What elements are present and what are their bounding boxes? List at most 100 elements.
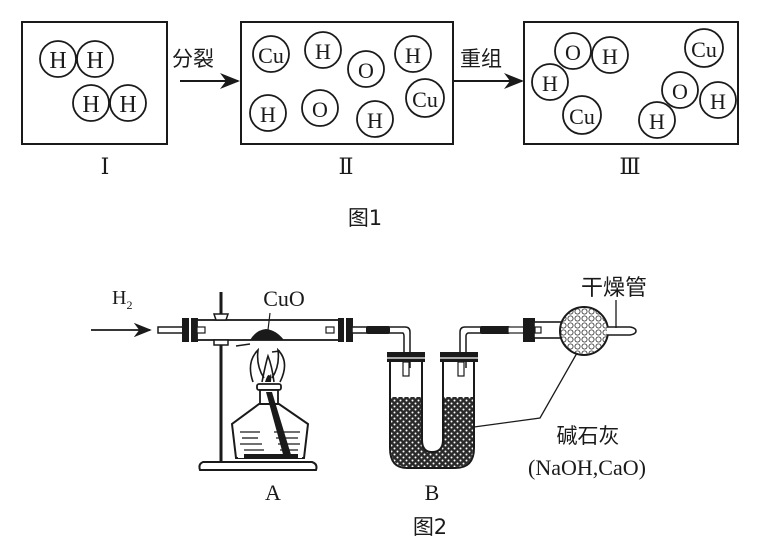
wick	[266, 392, 292, 458]
stand-base	[198, 461, 318, 471]
atom-circle	[638, 101, 676, 139]
u-stopper-left	[387, 352, 425, 362]
atom-symbol: Cu	[258, 43, 284, 68]
panel-2: Cu H O H H O H Cu Ⅱ	[240, 21, 454, 179]
hydrogen-molecule: H H	[72, 84, 147, 122]
panel-3-frame	[523, 21, 739, 145]
panel-2-frame	[240, 21, 454, 145]
panel-3: O H H Cu Cu O H H Ⅲ	[523, 21, 739, 179]
figure-1-caption: 图1	[348, 206, 382, 230]
panel-1: H H H H Ⅰ	[21, 21, 168, 179]
figure-2: H2 CuO	[91, 276, 647, 539]
u-inner-tube	[457, 361, 465, 377]
apparatus-b: B	[387, 326, 482, 505]
atom-symbol: H	[710, 89, 726, 114]
atom-circle	[554, 32, 592, 70]
atom-circle	[301, 89, 339, 127]
gas-symbol: H	[112, 287, 126, 309]
figure-1: H H H H Ⅰ 分裂 Cu H O H	[21, 21, 739, 230]
drying-bulb	[559, 306, 609, 356]
neck-inner-stub	[534, 326, 542, 334]
u-stopper-right	[440, 352, 478, 362]
rubber-tube	[480, 326, 510, 334]
atom-circle	[699, 81, 737, 119]
soda-lime-label: 碱石灰	[557, 424, 620, 448]
drying-tube: 干燥管	[523, 276, 647, 356]
atom-symbol: H	[542, 71, 558, 96]
soda-lime-fill-b	[391, 397, 473, 467]
apparatus-a: CuO	[157, 286, 371, 505]
water-molecule: O H H	[638, 71, 737, 139]
alcohol-lamp	[230, 383, 310, 459]
atom-circle	[109, 84, 147, 122]
u-tube-body	[389, 358, 475, 469]
split-label: 分裂	[172, 47, 214, 71]
panel-3-label: Ⅲ	[619, 154, 640, 179]
inlet-tube	[157, 326, 185, 334]
flame-icon	[235, 343, 286, 383]
atom-symbol: H	[315, 39, 331, 64]
inner-tube-stub	[196, 326, 206, 334]
atom-circle	[72, 84, 110, 122]
inner-tube-stub	[325, 326, 335, 334]
rubber-tube	[366, 326, 390, 334]
figure-2-caption: 图2	[413, 515, 447, 539]
atom-circle	[39, 40, 77, 78]
u-inner-tube	[402, 361, 410, 377]
atom-circle	[76, 40, 114, 78]
hydrogen-molecule: H H	[39, 40, 114, 78]
atom-symbol: Cu	[412, 87, 438, 112]
u-tube-inner	[421, 358, 444, 454]
glass-tube-right-inner	[465, 332, 482, 368]
apparatus-a-label: A	[265, 480, 281, 505]
atom-circle	[531, 63, 569, 101]
atom-symbol: O	[672, 79, 688, 104]
recombine-arrow: 重组	[453, 47, 524, 89]
atom-symbol: H	[367, 108, 383, 133]
atom-circle	[684, 28, 724, 68]
panel-1-frame	[21, 21, 168, 145]
callout-line	[473, 352, 578, 428]
atom-circle	[661, 71, 699, 109]
atom-circle	[252, 35, 290, 73]
atom-symbol: O	[565, 40, 581, 65]
atom-symbol: H	[649, 109, 665, 134]
atom-circle	[347, 50, 385, 88]
drying-tube-label: 干燥管	[581, 276, 647, 301]
atom-symbol: H	[49, 48, 66, 74]
soda-lime-formula: (NaOH,CaO)	[528, 455, 646, 480]
glass-tube-left	[388, 326, 411, 368]
hydrogen-inlet: H2	[91, 287, 152, 338]
stand-clamp	[213, 339, 229, 346]
drying-tube-stopper	[523, 318, 535, 342]
atom-symbol: H	[86, 48, 103, 74]
apparatus-b-label: B	[425, 480, 440, 505]
glass-tube-left-inner	[388, 332, 405, 368]
atom-symbol: H	[119, 92, 136, 118]
atom-circle	[591, 36, 629, 74]
water-molecule: O H H	[531, 32, 629, 101]
atom-symbol: O	[358, 58, 374, 83]
atom-symbol: H	[405, 43, 421, 68]
glass-tube-right	[459, 326, 482, 368]
atom-symbol: Cu	[691, 37, 717, 62]
copper-oxide-powder	[250, 329, 284, 340]
atom-circle	[405, 78, 445, 118]
cuo-label: CuO	[263, 286, 305, 311]
recombine-label: 重组	[460, 47, 502, 71]
inlet-gas-label: H2	[112, 287, 132, 312]
atom-circle	[562, 95, 602, 135]
gas-subscript: 2	[126, 298, 132, 312]
cuo-pointer	[267, 312, 271, 331]
atom-symbol: O	[312, 97, 328, 122]
split-arrow: 分裂	[172, 47, 240, 89]
atom-circle	[249, 94, 287, 132]
glass-connector	[507, 326, 525, 334]
atom-circle	[304, 31, 342, 69]
atom-symbol: H	[602, 44, 618, 69]
atom-symbol: H	[260, 102, 276, 127]
atom-circle	[356, 100, 394, 138]
atom-symbol: H	[82, 92, 99, 118]
atom-symbol: Cu	[569, 104, 595, 129]
